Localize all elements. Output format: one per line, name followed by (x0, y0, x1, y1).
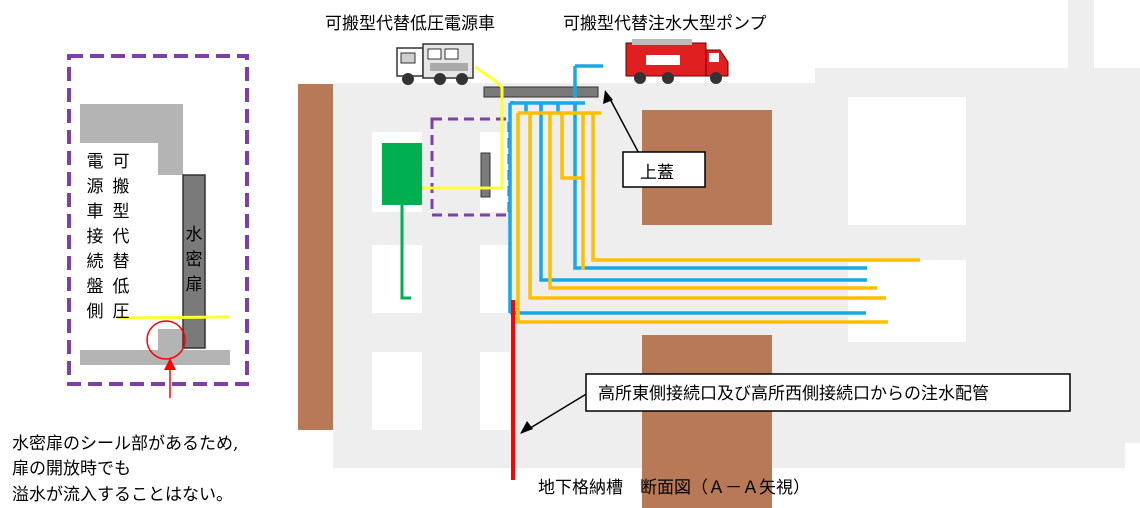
connection-panel (382, 143, 422, 205)
section-title: 地下格納槽 断面図（Ａ－Ａ矢視） (538, 478, 810, 498)
pump-truck-label: 可搬型代替注水大型ポンプ (563, 14, 767, 34)
pipe-pointer (526, 392, 589, 431)
power-cable (422, 65, 504, 190)
pipe-arrowhead (520, 421, 533, 434)
panel-side-col2: 電源車接続盤側 (87, 152, 104, 322)
injection-pipe-label: 高所東側接続口及び高所西側接続口からの注水配管 (598, 384, 989, 404)
detail-power-cable (116, 315, 231, 320)
seal-arrowhead (164, 358, 176, 370)
door-detail-view (67, 54, 249, 398)
upper-wall (80, 104, 183, 175)
detail-enclosure (67, 54, 249, 386)
seal-highlight-circle (146, 320, 186, 360)
section-detail-marker (430, 117, 511, 217)
watertight-door (182, 174, 206, 349)
lid-pointer (608, 96, 644, 162)
power-truck-label: 可搬型代替低圧電源車 (325, 14, 495, 34)
seal-note-line-1: 水密扉のシール部があるため, (12, 434, 238, 454)
seal-note-line-2: 扉の開放時でも (12, 459, 131, 479)
upper-lid-label: 上蓋 (640, 163, 674, 183)
upper-lid (483, 86, 599, 98)
hoses (516, 111, 920, 324)
pump-truck-icon (625, 39, 729, 84)
lid-arrowhead (603, 90, 613, 104)
lower-wall (80, 329, 230, 365)
water-pipes (508, 64, 867, 315)
panel-side-col1: 可搬型代替低圧 (113, 152, 130, 322)
upper-lid-callout (622, 151, 706, 188)
power-truck-icon (396, 43, 474, 85)
watertight-door-label: 水密扉 (186, 225, 203, 295)
panel-ground-line (400, 205, 411, 300)
seal-note-line-3: 溢水が流入することはない。 (12, 485, 233, 505)
main-watertight-door (480, 152, 491, 198)
injection-pipe-callout (585, 373, 1071, 412)
door-vertical-label: 水密扉 (186, 225, 203, 295)
